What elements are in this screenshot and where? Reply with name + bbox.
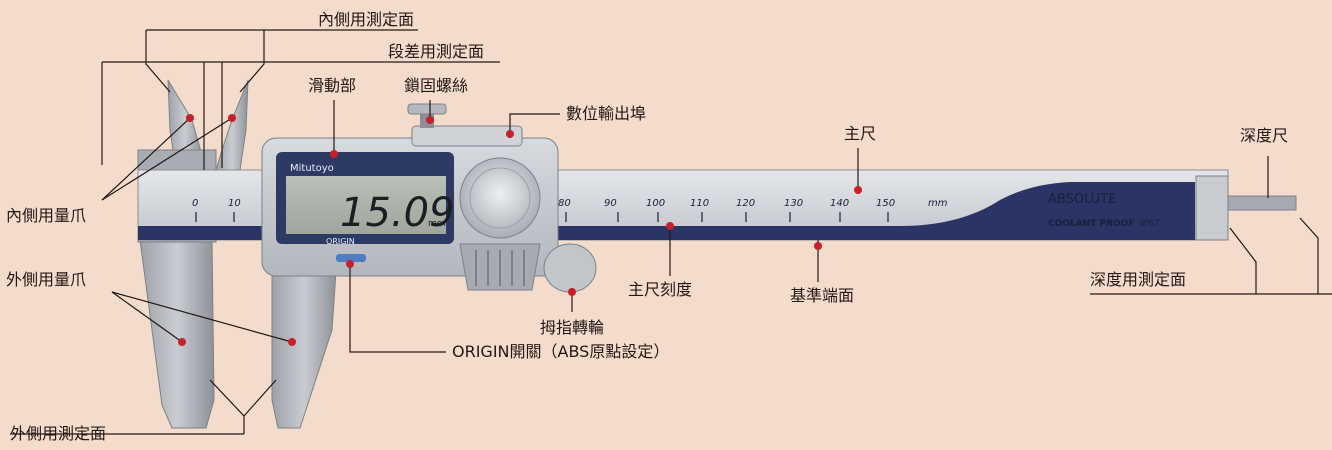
scale-tick-140: 140 — [830, 198, 849, 209]
main-scale-ticks — [195, 212, 889, 222]
label-origin-button: ORIGIN開關（ABS原點設定） — [452, 342, 670, 361]
label-thumb-roller: 拇指轉輪 — [540, 318, 605, 337]
scale-tick-0: 0 — [192, 198, 198, 209]
label-step-measuring-face: 段差用測定面 — [388, 42, 485, 61]
scale-tick-100: 100 — [646, 198, 665, 209]
movable-outer-jaw — [271, 271, 337, 429]
label-depth-measuring-face: 深度用測定面 — [1090, 270, 1187, 289]
label-outer-measuring-face: 外側用測定面 — [10, 424, 107, 443]
absolute-brand: ABSOLUTE — [1048, 192, 1116, 207]
ip-rating: IP67 — [1140, 219, 1160, 229]
brand-logo: Mitutoyo — [290, 163, 334, 174]
caliper: 0 10 80 90 100 110 120 130 140 150 mm AB… — [137, 79, 1297, 429]
locking-screw-icon — [407, 103, 447, 128]
scale-tick-120: 120 — [736, 198, 755, 209]
scale-tick-80: 80 — [558, 198, 571, 209]
origin-text: ORIGIN — [326, 237, 355, 246]
marker-dots — [178, 114, 862, 346]
scale-tick-90: 90 — [604, 198, 617, 209]
label-reference-edge: 基準端面 — [790, 286, 855, 305]
scale-tick-130: 130 — [784, 198, 803, 209]
scale-unit: mm — [928, 198, 948, 209]
depth-rod — [1227, 195, 1297, 211]
thumb-roller-wheel[interactable] — [543, 243, 597, 293]
label-depth-rod: 深度尺 — [1240, 126, 1289, 145]
coolant-proof-text: COOLANT PROOF — [1048, 219, 1134, 229]
scale-tick-150: 150 — [876, 198, 895, 209]
lcd-screen — [286, 176, 446, 234]
origin-button[interactable] — [336, 254, 366, 262]
scale-tick-10: 10 — [228, 198, 241, 209]
scale-tick-110: 110 — [690, 198, 709, 209]
label-slider: 滑動部 — [308, 76, 357, 95]
zero-dial — [459, 157, 541, 239]
label-main-scale: 主尺 — [844, 124, 877, 143]
lcd-reading: 15.09 — [340, 190, 455, 236]
label-outer-jaws: 外側用量爪 — [6, 270, 87, 289]
label-inner-measuring-face: 內側用測定面 — [318, 10, 415, 29]
label-data-output-port: 數位輸出埠 — [566, 104, 647, 123]
label-locking-screw: 鎖固螺絲 — [404, 76, 469, 95]
label-inner-jaws: 內側用量爪 — [6, 206, 87, 225]
label-main-scale-graduation: 主尺刻度 — [628, 280, 693, 299]
scale-band — [138, 182, 1195, 240]
fixed-outer-jaw — [139, 239, 215, 429]
lcd-unit: mm — [428, 219, 446, 229]
